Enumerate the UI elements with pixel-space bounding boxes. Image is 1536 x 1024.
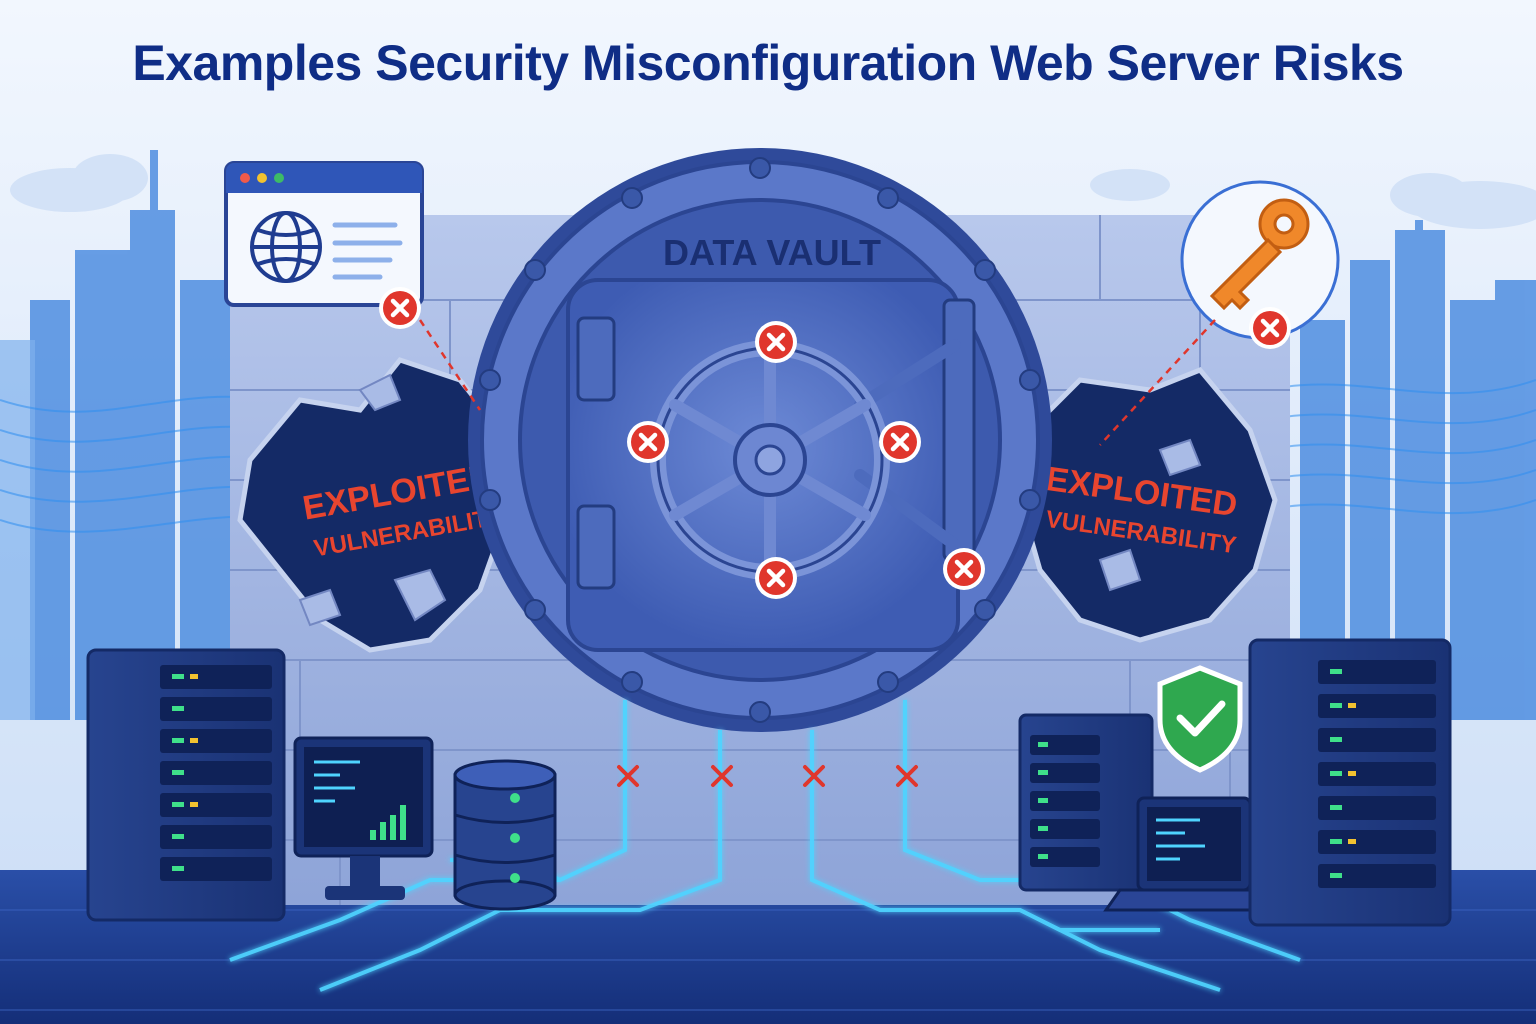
vault-label: DATA VAULT: [663, 232, 881, 273]
server-rack-right: [1248, 638, 1452, 927]
breach-hole-right: [1017, 367, 1278, 643]
clouds: [10, 154, 1536, 229]
error-x-icon: [627, 421, 669, 463]
breach-hole-left: [237, 357, 508, 653]
error-x-icon: [755, 557, 797, 599]
database-cylinder: [453, 759, 557, 911]
error-x-icon: [755, 321, 797, 363]
error-x-icon: [879, 421, 921, 463]
browser-error-x-icon: [379, 287, 421, 329]
vault-rivets: [479, 157, 1041, 723]
monitor-left: [293, 736, 434, 900]
attack-line-left: [418, 319, 482, 411]
laptop-right: [1103, 796, 1285, 912]
shield-check-icon: [1157, 665, 1243, 773]
server-rack-left: [86, 648, 286, 922]
attack-line-right: [1099, 319, 1216, 446]
page-title: Examples Security Misconfiguration Web S…: [132, 35, 1404, 91]
browser-window-globe-icon: [224, 161, 424, 307]
error-x-icon: [943, 548, 985, 590]
key-error-x-icon: [1249, 307, 1291, 349]
server-rack-right-small: [1018, 713, 1154, 892]
